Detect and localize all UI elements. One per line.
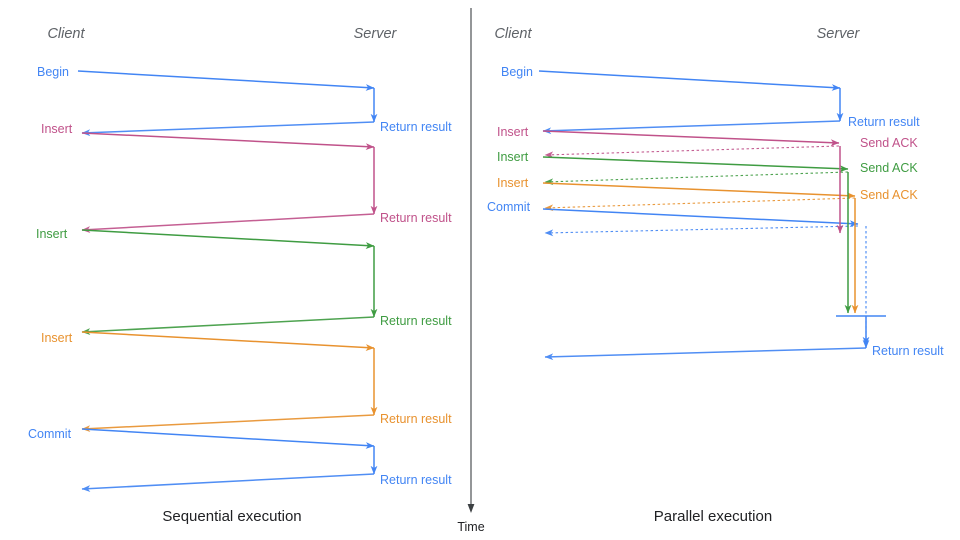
message-label-insert1-return: Return result (380, 211, 452, 225)
message-label-insert1-request: Insert (497, 125, 529, 139)
message-insert2-return: Return result (81, 314, 452, 335)
message-label-insert1-request: Insert (41, 122, 73, 136)
message-line-begin-request (77, 70, 375, 91)
client-actor-label: Client (47, 26, 85, 42)
message-insert3-ack: Send ACK (544, 188, 918, 212)
message-label-insert2-return: Return result (380, 314, 452, 328)
server-actor-label: Server (354, 26, 398, 42)
message-line-insert2-request (81, 229, 375, 249)
message-line-insert1-return (81, 213, 375, 233)
message-begin-return: Return result (81, 120, 452, 137)
message-label-begin-request: Begin (37, 65, 69, 79)
message-line-insert3-ack (544, 197, 856, 212)
message-insert1-return: Return result (81, 211, 452, 233)
message-insert1-ack: Send ACK (544, 136, 918, 159)
message-label-begin-return: Return result (848, 115, 920, 129)
time-axis-label: Time (457, 520, 484, 534)
message-label-commit-return: Return result (872, 344, 944, 358)
panel-caption-sequential: Sequential execution (162, 508, 301, 525)
message-commit-return: Return result (544, 344, 944, 361)
message-insert2-request: Insert (497, 150, 849, 173)
message-insert3-request: Insert (497, 176, 856, 200)
message-label-insert3-ack: Send ACK (860, 188, 918, 202)
message-commit-ack (544, 225, 859, 237)
message-insert1-request: Insert (497, 125, 840, 147)
message-insert3-return: Return result (81, 412, 452, 433)
message-insert2-request: Insert (36, 227, 375, 249)
message-line-insert2-request (542, 156, 849, 173)
message-line-insert2-ack (544, 171, 849, 186)
message-label-insert3-request: Insert (41, 331, 73, 345)
message-label-commit-request: Commit (28, 427, 72, 441)
message-line-insert1-request (542, 130, 840, 147)
message-label-insert2-request: Insert (497, 150, 529, 164)
message-commit-request: Commit (487, 200, 859, 228)
message-label-insert3-request: Insert (497, 176, 529, 190)
message-line-begin-request (538, 70, 841, 91)
message-label-insert2-ack: Send ACK (860, 161, 918, 175)
message-line-insert2-return (81, 316, 375, 335)
client-actor-label: Client (494, 26, 532, 42)
message-begin-request: Begin (501, 65, 841, 91)
message-line-commit-return (81, 473, 375, 492)
message-begin-return: Return result (542, 115, 920, 135)
server-actor-label: Server (817, 26, 861, 42)
message-label-insert2-request: Insert (36, 227, 68, 241)
message-line-commit-return (544, 347, 867, 361)
message-line-insert3-request (542, 182, 856, 200)
message-line-commit-request (81, 428, 375, 449)
message-line-insert1-ack (544, 145, 840, 159)
message-label-commit-request: Commit (487, 200, 531, 214)
message-insert2-ack: Send ACK (544, 161, 918, 186)
message-label-commit-return: Return result (380, 473, 452, 487)
message-line-begin-return (542, 120, 841, 135)
message-label-begin-request: Begin (501, 65, 533, 79)
time-axis-arrowhead (467, 504, 475, 513)
message-line-begin-return (81, 121, 375, 137)
message-begin-request: Begin (37, 65, 375, 91)
message-commit-return: Return result (81, 473, 452, 492)
message-label-begin-return: Return result (380, 120, 452, 134)
message-line-insert1-request (81, 132, 375, 151)
panel-caption-parallel: Parallel execution (654, 508, 772, 525)
message-line-insert3-request (81, 331, 375, 351)
message-line-commit-request (542, 208, 859, 228)
message-line-commit-ack (544, 225, 859, 237)
message-insert3-request: Insert (41, 331, 375, 351)
message-insert1-request: Insert (41, 122, 375, 151)
message-label-insert1-ack: Send ACK (860, 136, 918, 150)
message-label-insert3-return: Return result (380, 412, 452, 426)
message-line-insert3-return (81, 414, 375, 433)
message-commit-request: Commit (28, 427, 375, 449)
